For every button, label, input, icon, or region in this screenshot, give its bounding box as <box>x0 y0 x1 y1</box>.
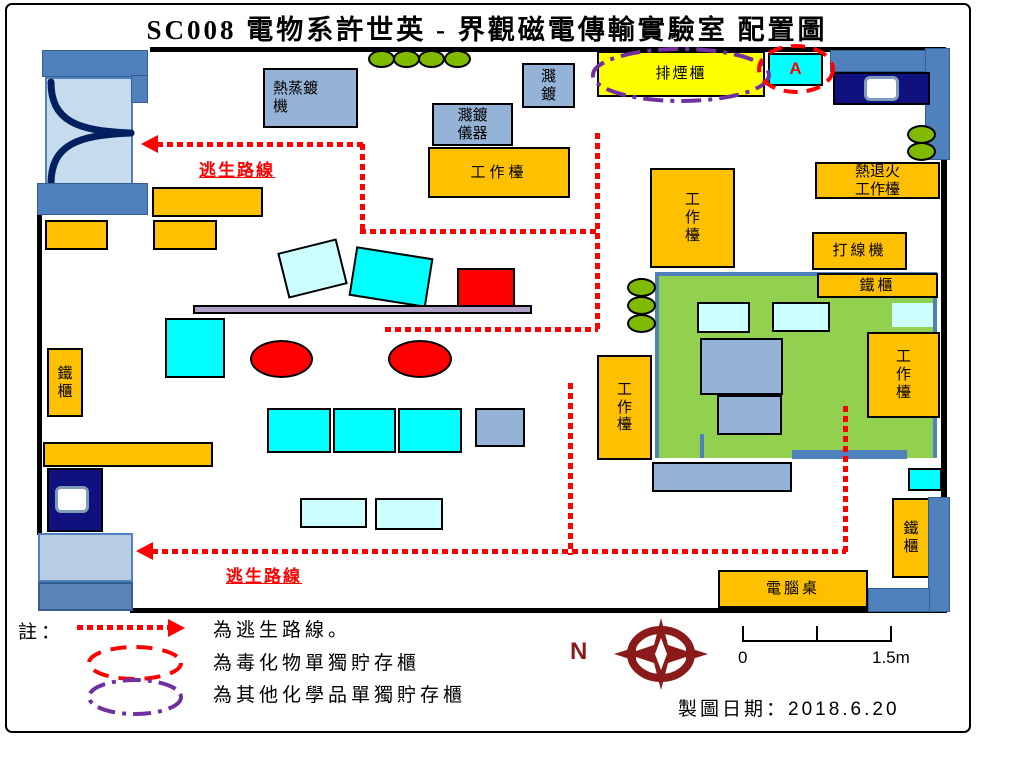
room-equipment-large <box>700 338 783 395</box>
wire-bonder: 打線機 <box>812 232 907 270</box>
exit-door-panel <box>38 533 133 582</box>
fume-hood: 排煙櫃 <box>597 51 765 97</box>
sputter-unit: 濺 鍍 <box>522 63 575 108</box>
cyan-table-left <box>165 318 225 378</box>
escape-route-vertical-1 <box>360 144 365 234</box>
escape-route-top-arrow-icon <box>141 135 158 153</box>
wall-bottom <box>130 608 946 613</box>
red-stool-2 <box>388 340 452 378</box>
gas-cylinder-mid-2 <box>627 296 656 315</box>
escape-route-vertical-3 <box>568 383 573 555</box>
entrance-door-frame-bottom <box>37 183 148 215</box>
scale-tick-end <box>890 626 892 642</box>
gas-cylinder-2 <box>393 50 420 68</box>
green-room-door-stop <box>700 434 704 458</box>
workbench-mid-right: 工 作 檯 <box>650 168 735 268</box>
escape-route-vertical-4 <box>843 406 848 555</box>
legend-escape-sample-arrow-icon <box>168 619 185 637</box>
workbench-left-of-room: 工 作 檯 <box>597 355 652 460</box>
room-table-3 <box>892 303 933 327</box>
gas-cylinder-right-2 <box>907 142 936 161</box>
scale-tick-mid <box>816 626 818 642</box>
map-date: 製圖日期：2018.6.20 <box>678 699 900 720</box>
bench-top-left-b <box>45 220 108 250</box>
legend-escape-label: 為逃生路線。 <box>213 620 352 641</box>
door-swing-arcs-icon <box>47 78 135 188</box>
sink-basin-left <box>55 486 89 513</box>
chemical-storage-ellipse-icon <box>591 47 771 103</box>
escape-route-mid-horizontal <box>360 229 600 234</box>
page-title: SC008 電物系許世英 - 界觀磁電傳輸實驗室 配置圖 <box>146 15 828 45</box>
scale-max-label: 1.5m <box>872 648 910 667</box>
escape-route-vertical-2 <box>595 133 600 332</box>
legend-toxic-ellipse-icon <box>87 645 183 681</box>
room-table-2 <box>772 302 830 332</box>
cyan-bench-1 <box>267 408 331 453</box>
escape-route-top-horizontal <box>157 142 365 147</box>
escape-route-label-bottom: 逃生路線 <box>226 567 302 586</box>
room-equipment-small <box>717 395 782 435</box>
annealing-workbench: 熱退火 工作檯 <box>815 162 940 199</box>
wall-top <box>150 47 946 52</box>
wall-right <box>941 50 947 613</box>
computer-desk: 電腦桌 <box>718 570 868 608</box>
cyan-box-right <box>908 468 942 491</box>
gas-cylinder-mid-1 <box>627 278 656 297</box>
iron-cabinet-bottom-right: 鐵 櫃 <box>892 498 930 578</box>
gas-cylinder-mid-3 <box>627 314 656 333</box>
scale-tick-0 <box>742 626 744 642</box>
pale-table-1 <box>300 498 367 528</box>
wall-strip-right-bottom <box>928 497 950 612</box>
bench-top-left-a <box>152 187 263 217</box>
bench-left-long <box>43 442 213 467</box>
escape-route-bottom-horizontal <box>152 549 846 554</box>
legend-note-label: 註： <box>18 622 65 643</box>
legend-chemical-ellipse-icon <box>87 678 183 716</box>
workbench-top: 工作檯 <box>428 147 570 198</box>
bench-top-left-c <box>153 220 217 250</box>
exit-door-threshold <box>38 582 133 611</box>
bluegray-table <box>475 408 525 447</box>
legend-chemical-label: 為其他化學品單獨貯存櫃 <box>213 685 467 706</box>
gas-cylinder-4 <box>444 50 471 68</box>
entrance-door-jamb-right <box>131 75 148 103</box>
red-stool-1 <box>250 340 313 378</box>
compass-rose-icon <box>614 618 708 690</box>
room-table-1 <box>697 302 750 333</box>
compass-north-label: N <box>570 638 588 665</box>
gas-cylinder-1 <box>368 50 395 68</box>
wall-left <box>37 213 42 535</box>
red-equipment-box <box>457 268 515 307</box>
sink-basin-top-right <box>864 76 899 101</box>
green-room-door-rail <box>792 450 907 459</box>
escape-route-label-top: 逃生路線 <box>199 161 275 180</box>
sputter-instrument: 濺鍍 儀器 <box>432 103 513 146</box>
optical-rail <box>193 305 532 314</box>
entrance-door-frame-top <box>42 50 148 77</box>
legend-toxic-label: 為毒化物單獨貯存櫃 <box>213 653 421 674</box>
wall-corner-bottom-right <box>868 588 930 612</box>
entrance-door-panel <box>45 77 135 188</box>
thermal-evaporator: 熱蒸鍍 機 <box>263 68 358 128</box>
cyan-bench-2 <box>333 408 396 453</box>
escape-route-bottom-arrow-icon <box>136 542 153 560</box>
toxic-storage-ellipse-icon <box>757 44 835 94</box>
iron-cabinet-right: 鐵櫃 <box>817 273 938 298</box>
pale-table-2 <box>375 498 443 530</box>
bench-below-room <box>652 462 792 492</box>
workbench-in-room: 工 作 檯 <box>867 332 940 418</box>
cyan-bench-3 <box>398 408 462 453</box>
toxic-cabinet-a: A <box>768 53 823 86</box>
legend-escape-sample-line <box>77 625 169 630</box>
scale-zero-label: 0 <box>738 648 748 667</box>
iron-cabinet-left: 鐵 櫃 <box>47 348 83 417</box>
escape-route-lower-horizontal <box>385 327 598 332</box>
gas-cylinder-3 <box>418 50 445 68</box>
